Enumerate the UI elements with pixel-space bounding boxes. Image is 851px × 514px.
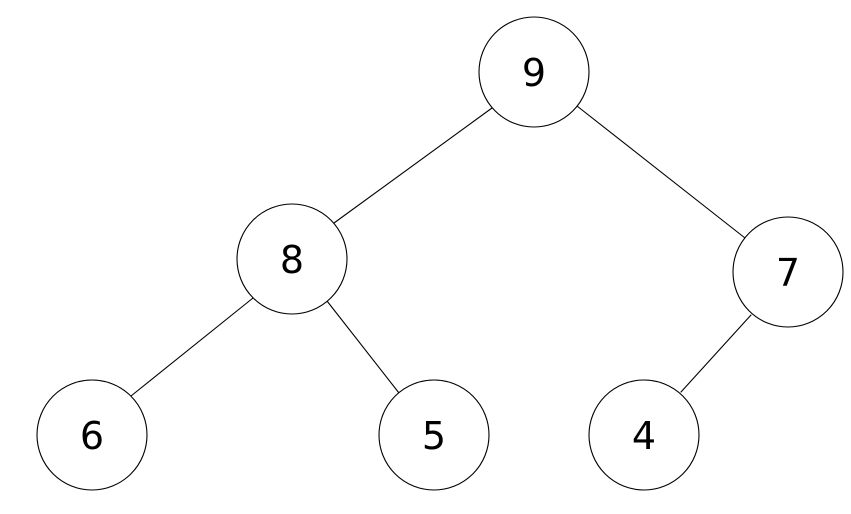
tree-node-6[interactable]: 6 [36,379,148,491]
tree-edge-7-4 [680,314,752,393]
tree-node-7[interactable]: 7 [732,216,844,328]
tree-node-4[interactable]: 4 [588,379,700,491]
tree-edge-9-7 [576,105,746,239]
node-label-6: 6 [80,414,104,458]
node-label-5: 5 [422,414,446,458]
node-label-9: 9 [522,51,546,95]
node-circle-8[interactable] [236,203,348,315]
node-circle-5[interactable] [378,379,490,491]
node-circle-4[interactable] [588,379,700,491]
node-label-4: 4 [632,414,656,458]
node-circle-9[interactable] [478,16,590,128]
tree-node-8[interactable]: 8 [236,203,348,315]
node-circle-6[interactable] [36,379,148,491]
node-circle-7[interactable] [732,216,844,328]
tree-edge-9-8 [333,107,493,224]
tree-node-9[interactable]: 9 [478,16,590,128]
node-label-7: 7 [776,251,800,295]
node-layer: 9 8 7 6 5 4 [36,16,844,491]
tree-edge-8-6 [130,297,254,397]
tree-edge-8-5 [326,300,400,394]
tree-node-5[interactable]: 5 [378,379,490,491]
edge-layer [130,105,752,397]
node-label-8: 8 [280,238,304,282]
